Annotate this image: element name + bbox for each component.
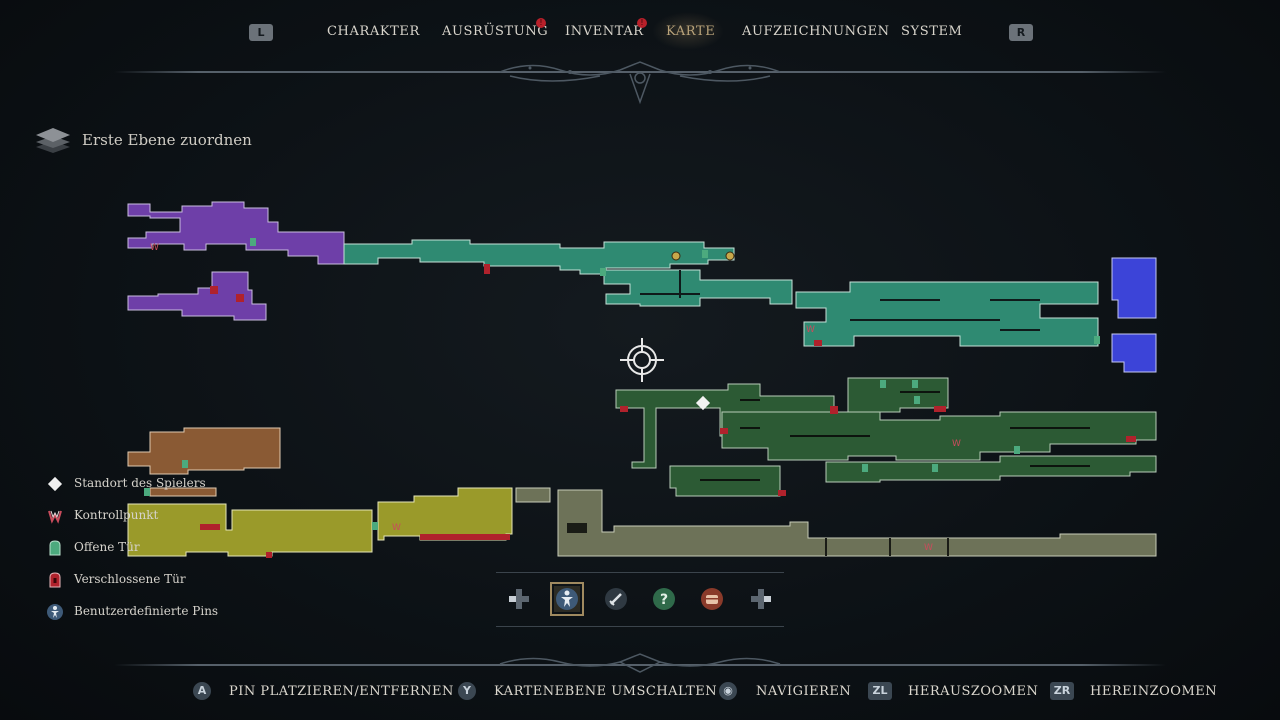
top-ornament [499,61,781,105]
map-region-teal [343,239,1099,347]
button-hints-bar: A PIN PLATZIEREN/ENTFERNEN Y KARTENEBENE… [0,680,1280,704]
map-region-blue [1111,257,1157,373]
top-divider [114,71,1166,73]
hint-navigate-label: NAVIGIEREN [756,684,852,699]
legend-checkpoint: Kontrollpunkt [44,506,244,526]
svg-text:W: W [150,243,159,253]
button-y-icon: Y [458,682,476,700]
hint-zoom-in-label: HEREINZOOMEN [1090,684,1218,699]
layers-icon [36,128,70,153]
tab-ausruestung[interactable]: AUSRÜSTUNG [442,24,549,39]
custom-pin-icon [47,604,63,620]
svg-text:?: ? [660,592,668,608]
filter-bottom-line [496,626,784,627]
map-gold-markers [671,251,735,261]
button-a-icon: A [193,682,211,700]
open-door-icon [49,540,61,556]
locked-door-icon [49,572,61,588]
dpad-right-icon[interactable] [748,586,774,612]
legend-player-location: Standort des Spielers [44,474,244,494]
notification-badge-ausruestung: ! [536,18,546,28]
bottom-divider [114,664,1166,666]
tab-charakter[interactable]: CHARAKTER [327,24,420,39]
map-locked-doors [200,264,1136,558]
hint-zoom-out-label: HERAUSZOOMEN [908,684,1039,699]
map-checkpoints: W W W W W [150,243,961,553]
legend-open-door: Offene Tür [44,538,244,558]
button-zl-icon: ZL [868,682,892,700]
map-region-gray-details [567,523,949,556]
map-region-gray [515,487,1157,557]
svg-text:W: W [392,523,401,533]
active-tab-glow [652,12,724,50]
top-navigation: L CHARAKTER AUSRÜSTUNG ! INVENTAR ! KART… [0,0,1280,64]
hint-layer-label: KARTENEBENE UMSCHALTEN [494,684,718,699]
stick-icon: ◉ [719,682,737,700]
right-shoulder-button[interactable]: R [1009,24,1033,41]
player-location-icon [47,476,63,492]
svg-text:W: W [924,543,933,553]
filter-top-line [496,572,784,573]
map-cursor-icon [620,338,664,382]
question-filter-icon[interactable]: ? [651,586,677,612]
tab-inventar[interactable]: INVENTAR [565,24,644,39]
button-zr-icon: ZR [1050,682,1074,700]
checkpoint-icon [48,510,62,524]
legend-locked-door: Verschlossene Tür [44,570,244,590]
legend-custom-pins: Benutzerdefinierte Pins [44,602,244,622]
map-region-teal-details [640,270,1040,331]
bottom-ornament [499,653,781,673]
tab-system[interactable]: SYSTEM [901,24,963,39]
tab-aufzeichnungen[interactable]: AUFZEICHNUNGEN [742,24,890,39]
map-region-purple [127,201,345,321]
custom-pin-filter-icon[interactable] [550,582,584,616]
player-location-marker [695,395,711,411]
svg-text:W: W [952,439,961,449]
map-region-green [615,377,1157,497]
svg-text:W: W [806,325,815,335]
tab-karte[interactable]: KARTE [666,24,716,39]
map-filter-bar: ? [496,572,784,628]
hint-pin-label: PIN PLATZIEREN/ENTFERNEN [229,684,454,699]
left-shoulder-button[interactable]: L [249,24,273,41]
notification-badge-inventar: ! [637,18,647,28]
chest-filter-icon[interactable] [699,586,725,612]
map-open-doors [144,238,1100,530]
layer-label: Erste Ebene zuordnen [82,131,252,149]
map-region-green-details [700,391,1090,481]
sword-filter-icon[interactable] [603,586,629,612]
dpad-left-icon[interactable] [506,586,532,612]
